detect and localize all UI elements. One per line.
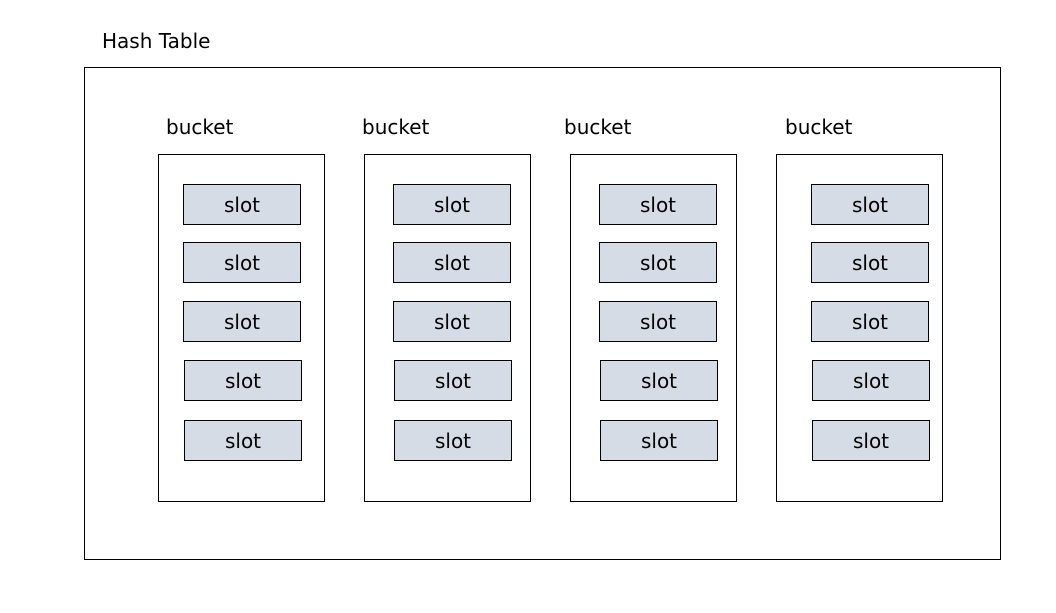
bucket-label: bucket xyxy=(564,115,632,139)
slot: slot xyxy=(599,242,717,283)
slot: slot xyxy=(600,420,718,461)
bucket-box xyxy=(570,154,737,502)
slot: slot xyxy=(811,242,929,283)
slot: slot xyxy=(183,301,301,342)
slot: slot xyxy=(599,184,717,225)
bucket-box xyxy=(364,154,531,502)
slot: slot xyxy=(599,301,717,342)
hash-table-frame xyxy=(84,67,1001,560)
slot: slot xyxy=(393,301,511,342)
bucket-label: bucket xyxy=(166,115,234,139)
hash-table-title: Hash Table xyxy=(102,29,211,53)
slot: slot xyxy=(812,360,930,401)
slot: slot xyxy=(600,360,718,401)
slot: slot xyxy=(394,360,512,401)
slot: slot xyxy=(811,301,929,342)
slot: slot xyxy=(183,184,301,225)
bucket-box xyxy=(158,154,325,502)
slot: slot xyxy=(811,184,929,225)
slot: slot xyxy=(394,420,512,461)
slot: slot xyxy=(184,420,302,461)
bucket-label: bucket xyxy=(785,115,853,139)
bucket-box xyxy=(776,154,943,502)
bucket-label: bucket xyxy=(362,115,430,139)
slot: slot xyxy=(393,242,511,283)
slot: slot xyxy=(812,420,930,461)
slot: slot xyxy=(183,242,301,283)
slot: slot xyxy=(393,184,511,225)
slot: slot xyxy=(184,360,302,401)
